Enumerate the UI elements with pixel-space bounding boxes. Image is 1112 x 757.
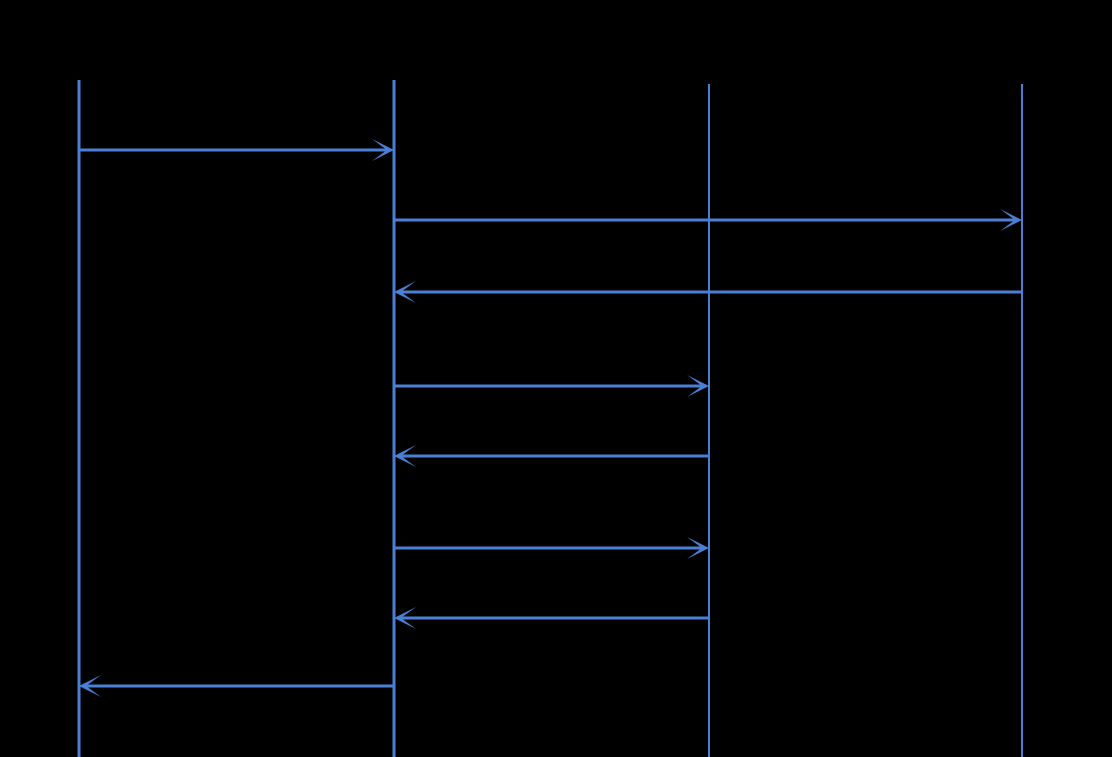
message-arrowhead-m4 xyxy=(687,375,709,397)
messages-group xyxy=(79,139,1022,697)
lifelines-group xyxy=(77,80,1023,757)
message-arrowhead-m5 xyxy=(394,445,416,467)
message-arrowhead-m6 xyxy=(687,537,709,559)
message-arrowhead-m8 xyxy=(79,675,101,697)
message-arrowhead-m2 xyxy=(1000,209,1022,231)
message-arrowhead-m7 xyxy=(394,607,416,629)
message-arrowhead-m3 xyxy=(394,281,416,303)
message-arrowhead-m1 xyxy=(372,139,394,161)
